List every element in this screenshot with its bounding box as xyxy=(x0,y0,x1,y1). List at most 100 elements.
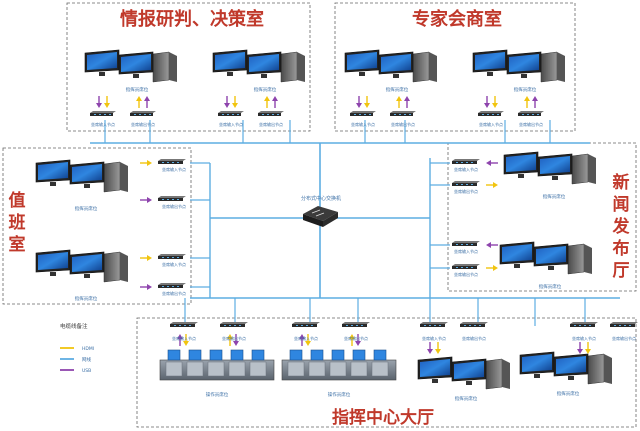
legend-title: 电缆线备注 xyxy=(60,322,88,330)
intel-decoder-0 xyxy=(130,111,156,116)
pc-tower-side xyxy=(429,52,437,82)
cmd-enc-label-0: 坐席输入节点 xyxy=(172,335,196,341)
monitor-stand xyxy=(50,272,56,276)
room-title-command: 指挥中心大厅 xyxy=(332,408,434,428)
device-body xyxy=(342,324,367,327)
monitor-stand xyxy=(552,176,558,180)
device-led xyxy=(574,325,576,326)
device-led xyxy=(461,162,463,163)
device-led xyxy=(471,184,473,185)
switch-mark xyxy=(311,209,325,217)
console-screen xyxy=(289,349,303,361)
monitor-stand xyxy=(534,374,540,378)
device-led xyxy=(144,114,146,115)
device-body xyxy=(452,161,477,164)
news-device-3 xyxy=(452,264,480,269)
pc-tower-side xyxy=(584,244,592,274)
device-led xyxy=(306,325,308,326)
monitor-stand xyxy=(84,274,90,278)
console-screen xyxy=(310,349,324,361)
console-cell xyxy=(249,361,267,377)
device-led xyxy=(394,114,396,115)
intel-usb-out-1-head xyxy=(272,96,278,101)
device-led xyxy=(94,114,96,115)
news-device-2 xyxy=(452,241,480,246)
device-led xyxy=(167,257,169,258)
device-body xyxy=(220,324,245,327)
device-body xyxy=(420,324,445,327)
expert-usb-0-head xyxy=(356,103,362,108)
intel-decoder-1 xyxy=(258,111,284,116)
device-body xyxy=(478,113,501,116)
device-led xyxy=(356,325,358,326)
cmd-dec-label-0: 坐席输出节点 xyxy=(222,335,246,341)
news-device-1 xyxy=(452,181,480,186)
intel-enc-label-0: 坐席输入节点 xyxy=(91,121,115,127)
cmd-ws-dec-label-1: 坐席输出节点 xyxy=(612,335,636,341)
device-top xyxy=(460,322,488,324)
monitor-screen xyxy=(502,244,532,262)
device-led xyxy=(361,325,363,326)
device-led xyxy=(162,257,164,258)
monitor-left xyxy=(344,49,380,76)
device-body xyxy=(158,198,183,201)
cmd-ws-encoder-0 xyxy=(420,322,448,327)
device-led xyxy=(619,325,621,326)
device-led xyxy=(522,114,524,115)
device-top xyxy=(292,322,320,324)
monitor-screen xyxy=(540,156,570,174)
device-led xyxy=(351,325,353,326)
monitor-screen xyxy=(536,246,566,264)
device-led xyxy=(104,114,106,115)
duty-device-3 xyxy=(158,283,186,288)
news-workstation-1 xyxy=(567,243,592,275)
pc-tower-side xyxy=(169,52,177,82)
pc-tower xyxy=(152,51,170,83)
duty-device-1 xyxy=(158,196,186,201)
device-led xyxy=(177,199,179,200)
pc-tower xyxy=(103,251,121,283)
room-title-news-char: 新 xyxy=(612,173,630,193)
monitor-screen xyxy=(38,162,68,180)
legend-label-0: HDMI xyxy=(82,346,94,352)
room-border-intel xyxy=(66,2,311,132)
console-cell xyxy=(308,361,326,377)
room-border-command xyxy=(136,317,637,428)
diagram-labels: 分布式中心交换机指挥员席位坐席输入节点坐席输出节点指挥员席位坐席输入节点坐席输出… xyxy=(60,86,636,402)
cmd-ws-label-0: 指挥员席位 xyxy=(455,395,478,402)
pc-tower-side xyxy=(604,354,612,384)
monitor-stand xyxy=(518,174,524,178)
monitor-stand xyxy=(133,74,139,78)
monitor-left xyxy=(519,351,555,378)
intel-hdmi-1-head xyxy=(232,103,238,108)
pc-tower xyxy=(540,51,558,83)
monitor-left xyxy=(35,159,71,186)
duty-dev-label-0: 坐席输入节点 xyxy=(162,166,186,172)
switch-side xyxy=(323,212,338,227)
device-led xyxy=(224,325,226,326)
monitor-right xyxy=(378,51,414,78)
room-title-news-char: 闻 xyxy=(612,195,630,215)
console-screen xyxy=(331,349,345,361)
monitor-screen xyxy=(215,52,245,70)
news-arrow-1-head xyxy=(493,182,498,188)
room-title-news-char: 布 xyxy=(612,239,630,259)
pc-tower xyxy=(103,161,121,193)
device-led xyxy=(461,267,463,268)
device-led xyxy=(139,114,141,115)
pc-tower-side xyxy=(120,252,128,282)
device-top xyxy=(478,111,504,113)
device-top xyxy=(452,241,480,243)
device-led xyxy=(267,114,269,115)
device-body xyxy=(518,113,541,116)
operator-label-0: 操作员席位 xyxy=(206,391,229,398)
news-ws-label-1: 指挥员席位 xyxy=(539,283,562,290)
device-led xyxy=(177,257,179,258)
device-led xyxy=(227,114,229,115)
expert-hdmi-out-0-head xyxy=(396,96,402,101)
intel-usb-out-0-head xyxy=(144,96,150,101)
device-led xyxy=(527,114,529,115)
cmd-ws-encoder-1 xyxy=(570,322,598,327)
